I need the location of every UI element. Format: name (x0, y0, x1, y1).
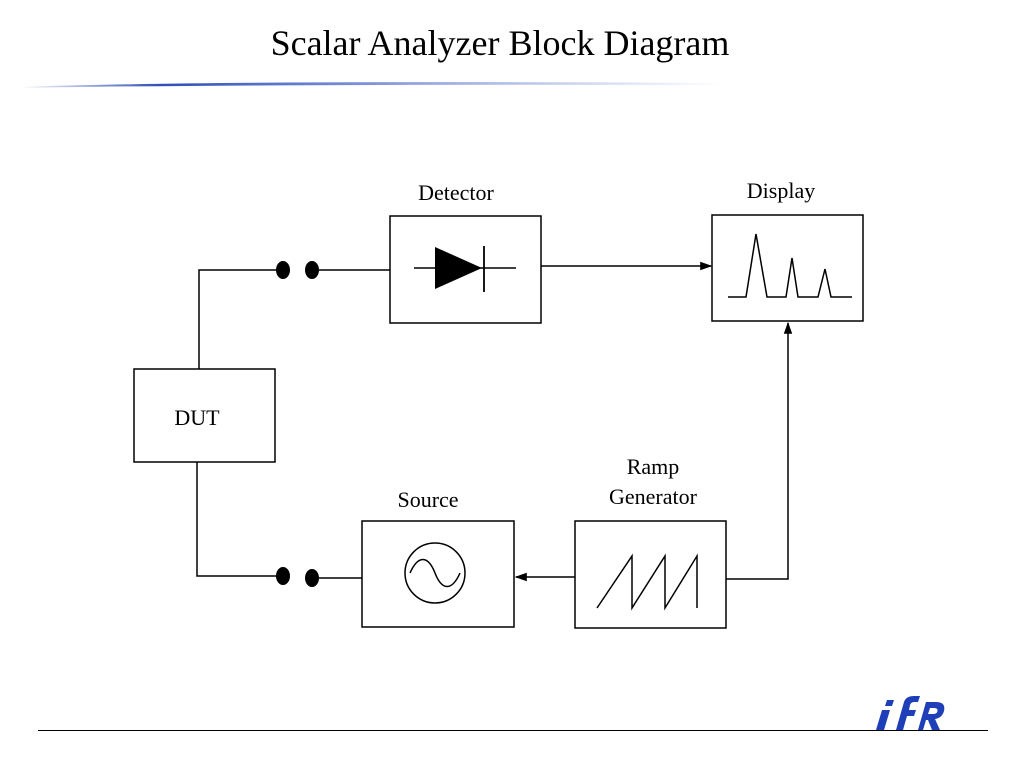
sine-wave-icon (404, 542, 466, 604)
ramp-generator-block (574, 520, 727, 629)
diode-icon (414, 246, 516, 292)
arrow-ramp-to-display (726, 321, 793, 580)
page-title: Scalar Analyzer Block Diagram (270, 23, 730, 63)
display-block (711, 214, 864, 322)
dut-block (133, 368, 276, 463)
display-label: Display (746, 178, 816, 203)
display-trace-icon (728, 233, 852, 298)
detector-label: Detector (418, 180, 494, 205)
source-label: Source (397, 487, 459, 512)
connector-dot (305, 569, 319, 587)
ifr-logo (876, 696, 948, 733)
connector-dot (276, 261, 290, 279)
source-block (361, 520, 515, 628)
ramp-generator-label-line1: Ramp (626, 454, 680, 479)
wire-dut-to-connector-bottom (196, 462, 278, 577)
title-underline (20, 82, 720, 88)
connector-dot (305, 261, 319, 279)
connector-dot (276, 567, 290, 585)
wire-dut-to-connector-top (198, 269, 278, 369)
sawtooth-icon (596, 553, 698, 611)
footer-rule (38, 730, 988, 731)
dut-label: DUT (174, 405, 220, 430)
ramp-generator-label-line2: Generator (609, 484, 697, 509)
